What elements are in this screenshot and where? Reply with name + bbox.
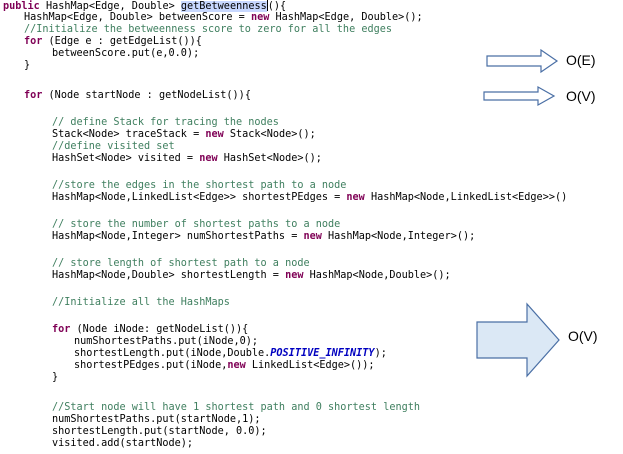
code-comment: //Initialize all the HashMaps [52,297,230,308]
complexity-label-edge-loop: O(E) [566,52,596,68]
arrow-node-loop [483,85,556,107]
code-line: Stack<Node> traceStack = new Stack<Node>… [52,129,316,141]
code-token: shortestLength.put(iNode,Double. [74,348,271,359]
code-line: shortestLength.put(startNode, 0.0); [52,426,267,438]
arrow-init-loop [476,302,560,378]
code-token: (Edge e : getEdgeList()){ [48,36,202,47]
arrow-edge-loop [486,48,559,74]
code-keyword: new [199,153,224,164]
code-token: Stack<Node> traceStack = [52,129,206,140]
code-line: visited.add(startNode); [52,438,193,450]
code-line: for (Node iNode: getNodeList()){ [52,324,248,336]
code-line: for (Edge e : getEdgeList()){ [24,36,202,48]
code-keyword: new [250,12,276,23]
complexity-label-node-loop: O(V) [566,88,596,104]
code-token: (Node iNode: getNodeList()){ [76,324,249,335]
code-token: shortestLength.put(startNode, 0.0); [52,426,267,437]
code-line: // define Stack for tracing the nodes [52,117,279,129]
code-line: HashMap<Node,Double> shortestLength = ne… [52,270,451,282]
code-keyword: for [52,324,77,335]
code-keyword: new [205,129,230,140]
code-keyword: new [227,360,252,371]
code-line: } [24,60,30,72]
code-line: HashSet<Node> visited = new HashSet<Node… [52,153,322,165]
code-comment: //store the edges in the shortest path t… [52,180,347,191]
code-keyword: public [3,1,46,12]
code-token: HashMap<Edge, Double>(); [275,12,423,23]
code-token: HashSet<Node> visited = [52,153,200,164]
code-token: (Node startNode : getNodeList()){ [48,90,251,101]
code-line: HashMap<Node,Integer> numShortestPaths =… [52,231,475,243]
code-keyword: new [303,231,329,242]
selected-method-name: getBetweenness [180,1,267,12]
code-token: HashMap<Node,Double>(); [309,270,451,281]
code-token: HashMap<Node,Double> shortestLength = [52,270,286,281]
code-line: } [52,372,58,384]
code-line: //define visited set [52,141,175,153]
code-keyword: for [24,90,49,101]
code-line: HashMap<Edge, Double> betweenScore = new… [24,12,423,24]
code-line: for (Node startNode : getNodeList()){ [24,90,251,102]
code-token: } [24,60,31,71]
code-line: shortestLength.put(iNode,Double.POSITIVE… [74,348,387,360]
code-token: numShortestPaths.put(iNode,0); [74,336,259,347]
code-keyword: for [24,36,49,47]
code-line: //Initialize the betweenness score to ze… [24,24,392,36]
code-comment: // store length of shortest path to a no… [52,258,310,269]
code-line: HashMap<Node,LinkedList<Edge>> shortestP… [52,192,567,204]
code-keyword: new [285,270,310,281]
code-line: public HashMap<Edge, Double> getBetweenn… [3,0,286,12]
code-token: HashMap<Node,LinkedList<Edge>>() [370,192,568,203]
code-token: LinkedList<Edge>()); [251,360,375,371]
code-token: ); [374,348,387,359]
code-comment: // define Stack for tracing the nodes [52,117,279,128]
code-line: // store length of shortest path to a no… [52,258,310,270]
code-token: numShortestPaths.put(startNode,1); [52,414,261,425]
code-token: HashMap<Node,LinkedList<Edge>> shortestP… [52,192,347,203]
code-line: betweenScore.put(e,0.0); [52,48,199,60]
code-token: (){ [267,1,287,12]
code-token: POSITIVE_INFINITY [270,348,375,359]
code-token: shortestPEdges.put(iNode, [74,360,228,371]
code-comment: //define visited set [52,141,175,152]
code-token: HashMap<Node,Integer> numShortestPaths = [52,231,304,242]
code-line: //Initialize all the HashMaps [52,297,230,309]
code-token: Stack<Node>(); [229,129,316,140]
code-line: shortestPEdges.put(iNode,new LinkedList<… [74,360,375,372]
code-comment: // store the number of shortest paths to… [52,219,341,230]
code-token: betweenScore.put(e,0.0); [52,48,200,59]
complexity-label-init-loop: O(V) [568,328,598,344]
code-token: } [52,372,59,383]
code-token: HashSet<Node>(); [223,153,322,164]
code-comment: //Start node will have 1 shortest path a… [52,402,421,413]
code-line: //store the edges in the shortest path t… [52,180,346,192]
code-token: HashMap<Node,Integer>(); [328,231,476,242]
code-line: numShortestPaths.put(startNode,1); [52,414,261,426]
code-keyword: new [346,192,371,203]
text-cursor [266,0,268,11]
code-line: //Start node will have 1 shortest path a… [52,402,420,414]
code-token: visited.add(startNode); [52,438,194,449]
code-comment: //Initialize the betweenness score to ze… [24,24,393,35]
code-line: // store the number of shortest paths to… [52,219,340,231]
code-token: HashMap<Edge, Double> betweenScore = [24,12,251,23]
code-line: numShortestPaths.put(iNode,0); [74,336,258,348]
code-token: HashMap<Edge, Double> [45,1,181,12]
